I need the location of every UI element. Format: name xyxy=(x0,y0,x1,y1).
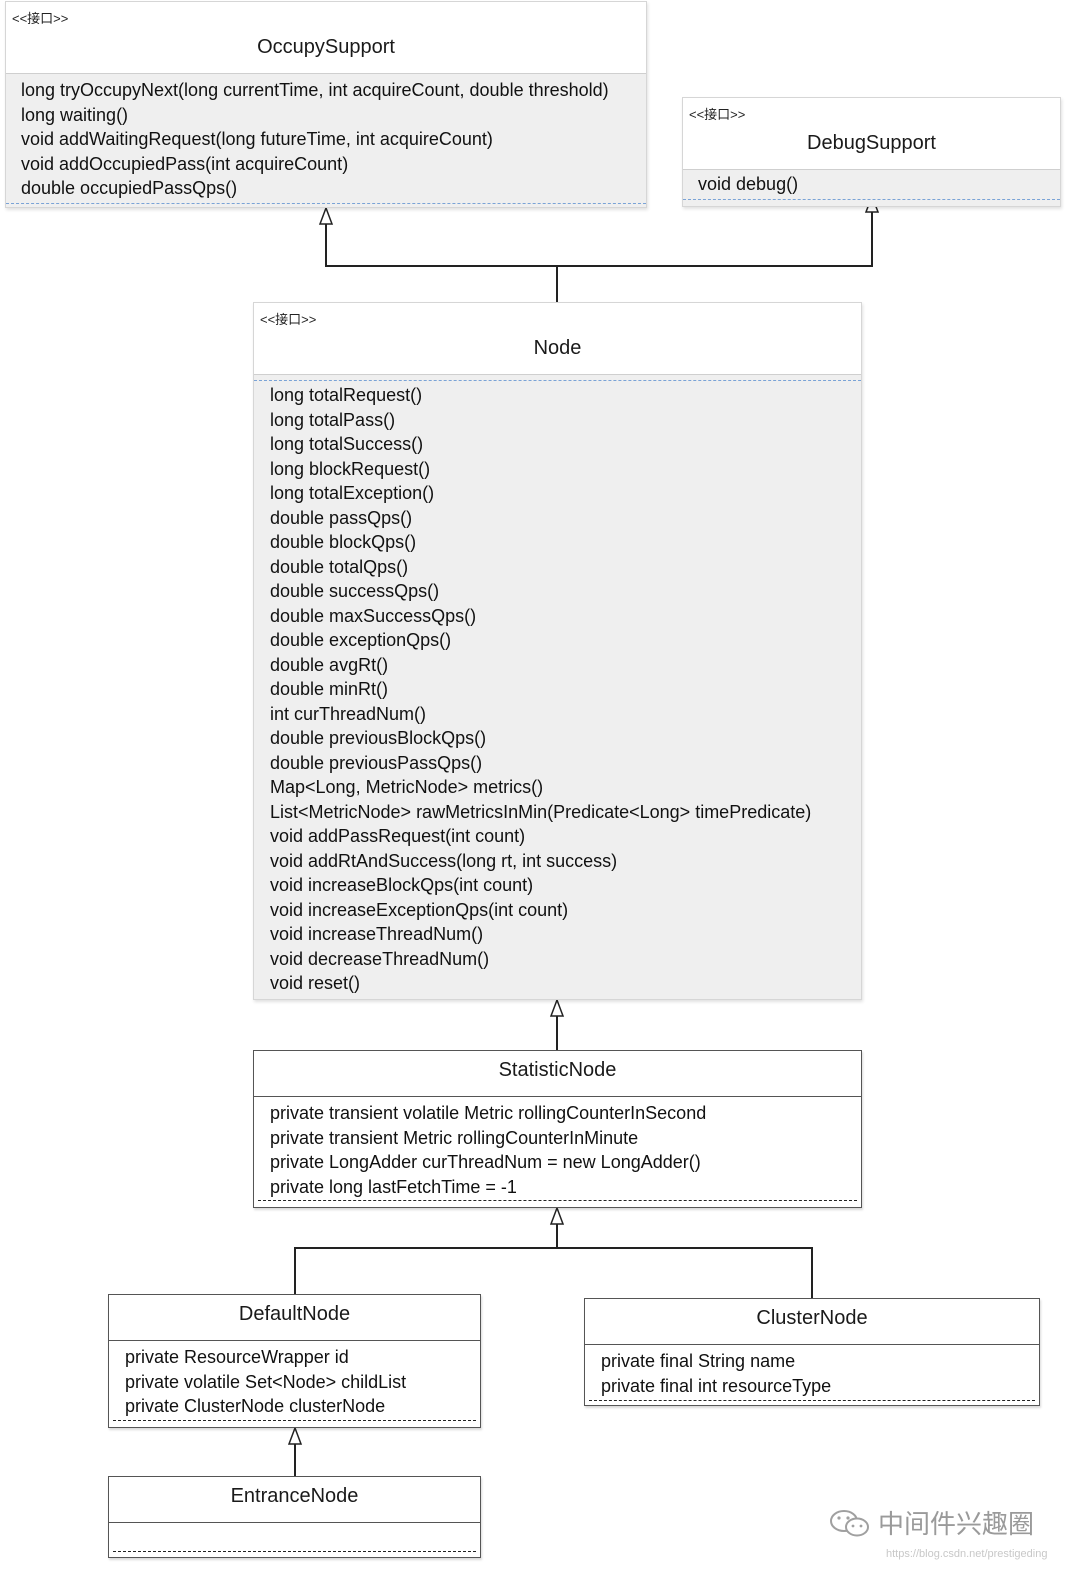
method: long totalException() xyxy=(270,483,435,503)
method: double previousPassQps() xyxy=(270,752,483,773)
field: private final String name xyxy=(601,1351,796,1371)
debug-support-class[interactable]: <<接口>> DebugSupport void debug() xyxy=(682,97,1061,207)
method: void decreaseThreadNum() xyxy=(270,948,490,969)
field: private transient volatile Metric rollin… xyxy=(270,1103,707,1123)
method: void debug() xyxy=(698,174,799,194)
class-header: ClusterNode xyxy=(585,1299,1039,1345)
method: void reset() xyxy=(270,973,361,993)
class-name: Node xyxy=(533,337,582,359)
class-header: <<接口>> OccupySupport xyxy=(6,2,646,74)
class-header: DefaultNode xyxy=(109,1295,480,1341)
default-node-class[interactable]: DefaultNode private ResourceWrapper id p… xyxy=(108,1294,481,1428)
class-name: DefaultNode xyxy=(238,1303,351,1325)
field: private long lastFetchTime = -1 xyxy=(270,1176,517,1197)
class-name: DebugSupport xyxy=(807,132,936,154)
method: double passQps() xyxy=(270,507,413,528)
method: List<MetricNode> rawMetricsInMin(Predica… xyxy=(270,801,812,822)
default-arrowhead xyxy=(287,1425,303,1445)
node-arrowhead xyxy=(549,997,565,1017)
class-header: <<接口>> Node xyxy=(254,303,861,375)
entrance-node-class[interactable]: EntranceNode xyxy=(108,1476,481,1558)
stereotype-label: <<接口>> xyxy=(260,312,317,327)
stereotype-label: <<接口>> xyxy=(12,11,69,26)
node-to-debug-support-line xyxy=(557,212,873,267)
occupy-support-arrowhead xyxy=(318,205,334,225)
dashed-divider xyxy=(589,1400,1035,1401)
class-fields: private transient volatile Metric rollin… xyxy=(254,1097,861,1207)
field: private LongAdder curThreadNum = new Lon… xyxy=(270,1152,701,1172)
class-header: StatisticNode xyxy=(254,1051,861,1097)
class-name: StatisticNode xyxy=(498,1059,617,1081)
method: double occupiedPassQps() xyxy=(21,178,238,198)
cluster-node-class[interactable]: ClusterNode private final String name pr… xyxy=(584,1298,1040,1406)
class-fields: private ResourceWrapper id private volat… xyxy=(109,1341,480,1427)
class-name: EntranceNode xyxy=(230,1485,359,1507)
field: private ResourceWrapper id xyxy=(125,1347,349,1367)
class-fields xyxy=(109,1523,480,1557)
dashed-divider xyxy=(113,1420,476,1421)
field: private ClusterNode clusterNode xyxy=(125,1396,386,1416)
class-name: ClusterNode xyxy=(756,1307,868,1329)
occupy-support-class[interactable]: <<接口>> OccupySupport long tryOccupyNext(… xyxy=(5,1,647,208)
method: double successQps() xyxy=(270,581,440,601)
class-methods: long tryOccupyNext(long currentTime, int… xyxy=(6,74,646,207)
method: void increaseBlockQps(int count) xyxy=(270,875,534,895)
node-to-occupy-support-line xyxy=(325,224,558,302)
class-header: <<接口>> DebugSupport xyxy=(683,98,1060,170)
method: double blockQps() xyxy=(270,532,417,552)
watermark: 中间件兴趣圈 xyxy=(828,1504,1034,1541)
method: double minRt() xyxy=(270,679,389,699)
statistic-node-class[interactable]: StatisticNode private transient volatile… xyxy=(253,1050,862,1208)
statistic-arrowhead xyxy=(549,1205,565,1225)
method: long tryOccupyNext(long currentTime, int… xyxy=(21,80,609,100)
method: void addRtAndSuccess(long rt, int succes… xyxy=(270,850,618,871)
method: double avgRt() xyxy=(270,654,389,675)
method: long totalSuccess() xyxy=(270,434,424,454)
class-methods: void debug() xyxy=(683,170,1060,206)
class-fields: private final String name private final … xyxy=(585,1345,1039,1405)
class-methods: long totalRequest() long totalPass() lon… xyxy=(254,375,861,999)
dashed-divider xyxy=(683,199,1060,200)
method: void addPassRequest(int count) xyxy=(270,826,526,846)
cluster-to-statistic-line xyxy=(557,1247,813,1298)
dashed-divider xyxy=(258,1200,857,1201)
method: void increaseExceptionQps(int count) xyxy=(270,899,569,920)
method: Map<Long, MetricNode> metrics() xyxy=(270,777,544,797)
class-header: EntranceNode xyxy=(109,1477,480,1523)
method: void addOccupiedPass(int acquireCount) xyxy=(21,153,349,174)
class-name: OccupySupport xyxy=(257,36,395,58)
method: double totalQps() xyxy=(270,556,409,577)
method: int curThreadNum() xyxy=(270,703,427,724)
watermark-url: https://blog.csdn.net/prestigeding xyxy=(886,1548,1048,1560)
method: double maxSuccessQps() xyxy=(270,605,477,626)
method: void addWaitingRequest(long futureTime, … xyxy=(21,129,493,149)
dashed-divider xyxy=(113,1551,476,1552)
method: long totalPass() xyxy=(270,409,396,430)
wechat-icon xyxy=(830,1509,869,1536)
field: private final int resourceType xyxy=(601,1375,832,1396)
method: void increaseThreadNum() xyxy=(270,924,484,944)
stereotype-label: <<接口>> xyxy=(689,107,746,122)
method: long totalRequest() xyxy=(270,385,423,405)
field: private volatile Set<Node> childList xyxy=(125,1371,407,1392)
node-interface-class[interactable]: <<接口>> Node long totalRequest() long tot… xyxy=(253,302,862,1000)
method: long waiting() xyxy=(21,104,129,125)
method: long blockRequest() xyxy=(270,458,431,479)
dashed-divider xyxy=(254,380,861,381)
method: double exceptionQps() xyxy=(270,630,452,650)
method: double previousBlockQps() xyxy=(270,728,487,748)
watermark-text: 中间件兴趣圈 xyxy=(878,1509,1035,1539)
default-to-statistic-line xyxy=(294,1224,558,1294)
dashed-divider xyxy=(6,203,646,204)
field: private transient Metric rollingCounterI… xyxy=(270,1127,639,1148)
